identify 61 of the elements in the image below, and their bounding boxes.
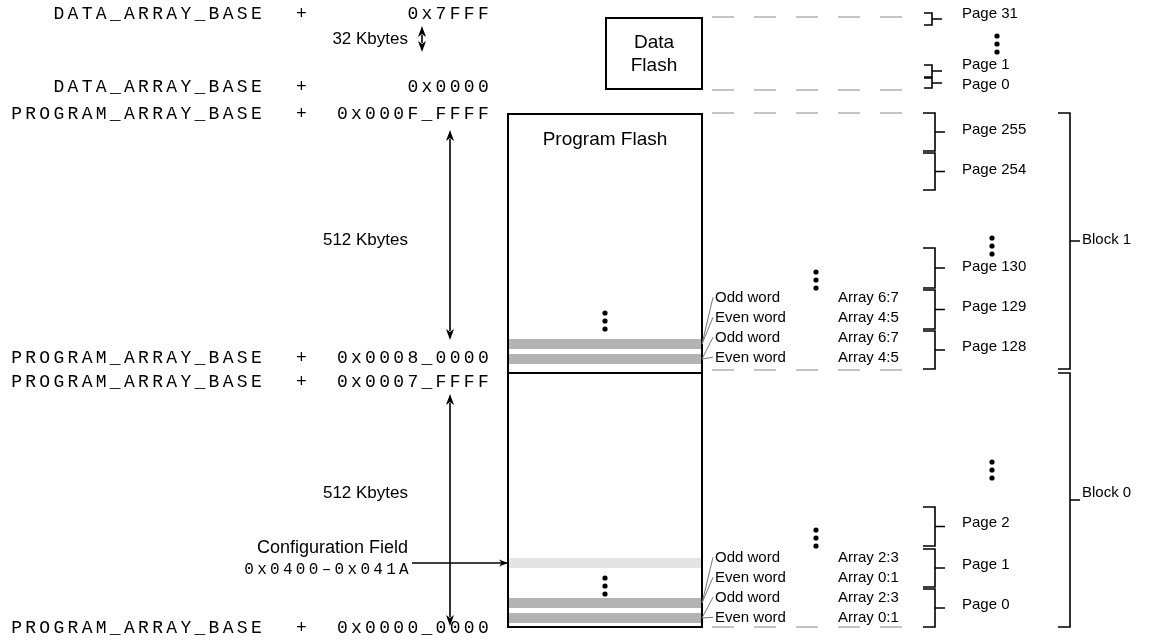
page-label: Page 0 <box>962 76 1010 93</box>
memory-row-bar <box>509 339 701 349</box>
flash-array-box: Data Flash <box>605 17 703 90</box>
word-label: Even word <box>715 609 786 626</box>
block-label: Block 1 <box>1082 231 1132 248</box>
page-label: Page 129 <box>962 298 1027 315</box>
memory-row-bar <box>509 613 701 623</box>
address-label: PROGRAM_ARRAY_BASE <box>11 619 265 639</box>
plus-sign: + <box>295 5 311 25</box>
address-label: PROGRAM_ARRAY_BASE <box>11 349 265 369</box>
page-label: Page 128 <box>962 338 1027 355</box>
address-label: DATA_ARRAY_BASE <box>53 78 265 98</box>
array-label: Array 4:5 <box>838 349 899 366</box>
page-label: Page 1 <box>962 556 1010 573</box>
memory-row-bar <box>509 354 701 364</box>
word-label: Even word <box>715 569 786 586</box>
array-label: Array 6:7 <box>838 289 899 306</box>
page-label: Page 31 <box>962 5 1018 22</box>
address-label: 0x0008_0000 <box>336 349 492 369</box>
address-label: PROGRAM_ARRAY_BASE <box>11 105 265 125</box>
memory-row-bar <box>509 558 701 568</box>
address-label: 0x0007_FFFF <box>336 373 492 393</box>
word-label: Even word <box>715 309 786 326</box>
array-label: Array 0:1 <box>838 569 899 586</box>
array-label: Array 2:3 <box>838 589 899 606</box>
size-label: 32 Kbytes <box>332 30 408 49</box>
block-label: Block 0 <box>1082 484 1132 501</box>
address-label: DATA_ARRAY_BASE <box>53 5 265 25</box>
flash-array-box <box>507 113 703 628</box>
word-label: Odd word <box>715 589 781 606</box>
array-label: Array 0:1 <box>838 609 899 626</box>
array-label: Array 6:7 <box>838 329 899 346</box>
page-label: Page 254 <box>962 161 1027 178</box>
array-label: Array 2:3 <box>838 549 899 566</box>
address-range: 0x0400–0x041A <box>244 562 412 580</box>
field-label: Configuration Field <box>256 538 408 558</box>
address-label: 0x000F_FFFF <box>336 105 492 125</box>
page-label: Page 130 <box>962 258 1027 275</box>
plus-sign: + <box>295 619 311 639</box>
word-label: Odd word <box>715 329 781 346</box>
address-label: 0x0000 <box>407 78 492 98</box>
address-label: 0x7FFF <box>407 5 492 25</box>
page-label: Page 255 <box>962 121 1027 138</box>
plus-sign: + <box>295 373 311 393</box>
plus-sign: + <box>295 349 311 369</box>
page-label: Page 0 <box>962 596 1010 613</box>
memory-row-bar <box>509 598 701 608</box>
address-label: PROGRAM_ARRAY_BASE <box>11 373 265 393</box>
plus-sign: + <box>295 105 311 125</box>
size-label: 512 Kbytes <box>322 231 408 250</box>
word-label: Even word <box>715 349 786 366</box>
word-label: Odd word <box>715 289 781 306</box>
page-label: Page 1 <box>962 56 1010 73</box>
page-label: Page 2 <box>962 514 1010 531</box>
array-title: Program Flash <box>541 129 669 150</box>
array-label: Array 4:5 <box>838 309 899 326</box>
arrow <box>411 559 509 567</box>
plus-sign: + <box>295 78 311 98</box>
address-label: 0x0000_0000 <box>336 619 492 639</box>
size-label: 512 Kbytes <box>322 484 408 503</box>
word-label: Odd word <box>715 549 781 566</box>
